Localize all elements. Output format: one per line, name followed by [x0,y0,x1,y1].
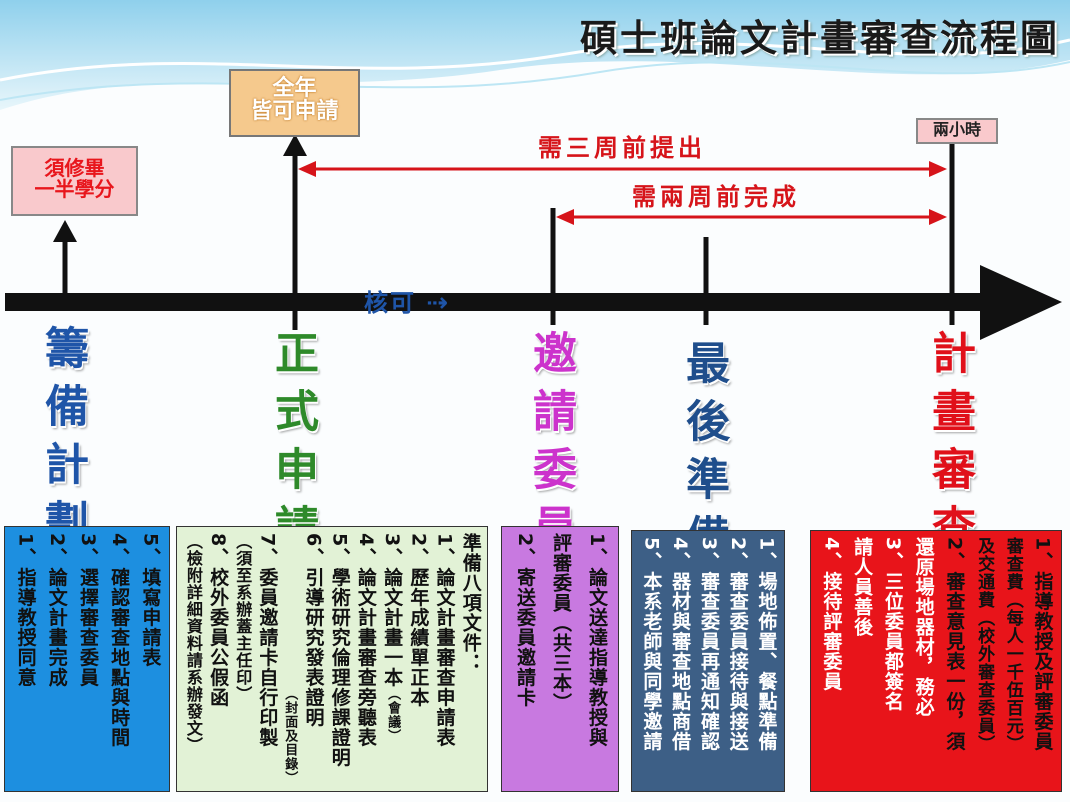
review-item: 還原場地器材，務必 [912,537,935,717]
timeline-arrowhead [980,265,1062,340]
final-item: 5、本系老師與同學邀請 [640,537,663,752]
two-hours-tag: 兩小時 [916,118,998,144]
stage-review: 計畫審查 [924,330,975,562]
apply-box: 準備八項文件： 1、論文計畫審查申請表 2、歷年成績單正本 3、論文計畫一本（會… [176,526,488,792]
timeline-bar [5,293,985,311]
apply-item: 2、歷年成績單正本 [407,533,430,708]
prepare-item: 5、填寫申請表 [139,533,162,668]
final-item: 2、審查委員接待與接送 [726,537,749,752]
page-title: 碩士班論文計畫審查流程圖 [580,16,1060,60]
half-credits-line1: 須修畢 [44,156,105,180]
apply-item: 4、論文計畫審查旁聽表 [354,533,377,748]
all-year-line1: 全年 [272,76,317,101]
prepare-box: 1、指導教授同意 2、論文計畫完成 3、選擇審查委員 4、確認審查地點與時間 5… [4,526,170,792]
review-item: 2、審查意見表一份，須 [943,537,966,752]
apply-item-note: （封面及目錄） [282,687,298,785]
apply-item: 3、論文計畫一本（會議） [381,533,404,785]
apply-item: 6、引導研究發表證明 [302,533,325,728]
stage-invite: 邀請委員 [525,330,576,562]
all-year-line2: 皆可申請 [250,99,339,125]
all-year-tag: 全年 皆可申請 [229,69,360,137]
prepare-item: 1、指導教授同意 [14,533,37,688]
review-item: 4、接待評審委員 [820,537,843,692]
review-item: 及交通費（校外審查委員） [974,537,995,753]
apply-intro: 準備八項文件： [459,533,482,673]
apply-item: 7、委員邀請卡自行印製 [256,533,279,748]
review-item: 請人員善後 [851,537,874,637]
prepare-item: 2、論文計畫完成 [45,533,68,688]
invite-item: 評審委員（共三本） [549,533,572,713]
prepare-item: 3、選擇審查委員 [76,533,99,688]
three-weeks-label: 需三周前提出 [538,133,706,162]
stage-apply: 正式申請 [267,330,318,562]
apply-item-text: 3、論文計畫一本 [381,533,404,688]
invite-item: 1、論文送達指導教授與 [585,533,608,748]
final-box: 1、場地佈置、餐點準備 2、審查委員接待與接送 3、審查委員再通知確認 4、器材… [631,530,785,792]
invite-item: 2、寄送委員邀請卡 [513,533,536,708]
approve-label: 核可 ⇢ [364,283,450,318]
apply-item: （須至系辦蓋主任印） [233,533,253,703]
review-item: 審查費（每人一千伍百元） [1002,537,1023,753]
final-item: 3、審查委員再通知確認 [697,537,720,752]
review-box: 1、指導教授及評審委員 審查費（每人一千伍百元） 及交通費（校外審查委員） 2、… [810,530,1062,792]
final-item: 1、場地佈置、餐點準備 [755,537,778,752]
half-credits-line2: 一半學分 [34,177,115,201]
half-credits-tag: 須修畢 一半學分 [11,146,138,216]
prepare-item: 4、確認審查地點與時間 [108,533,131,748]
apply-item: 5、學術研究倫理修課證明 [328,533,351,768]
approve-text: 核可 [364,289,416,317]
two-weeks-label: 需兩周前完成 [632,182,800,211]
final-item: 4、器材與審查地點商借 [669,537,692,752]
invite-box: 1、論文送達指導教授與 評審委員（共三本） 2、寄送委員邀請卡 [501,526,619,792]
apply-item-note: （會議） [385,687,401,744]
review-item: 1、指導教授及評審委員 [1031,537,1054,752]
apply-item: （檢附詳細資料請系辦發文） [183,533,203,754]
apply-item: 8、校外委員公假函 [207,533,230,708]
stage-prepare: 籌備計劃 [37,325,88,557]
review-item: 3、三位委員都簽名 [881,537,904,712]
dotted-arrow-icon: ⇢ [426,288,451,318]
apply-item: 1、論文計畫審查申請表 [433,533,456,748]
